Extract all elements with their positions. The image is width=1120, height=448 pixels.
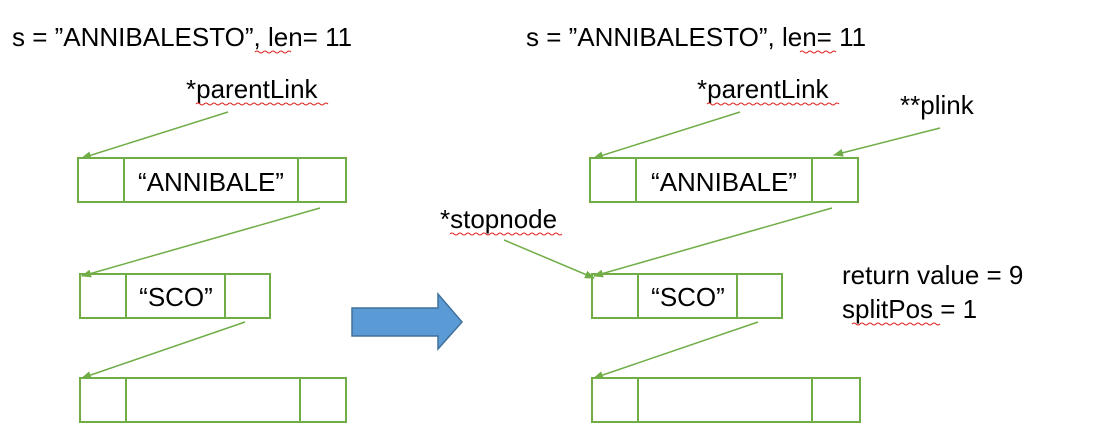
right-stopnode-arrow <box>503 239 595 279</box>
left-parentlink-label: *parentLink <box>186 74 319 104</box>
left-node-empty <box>79 377 347 423</box>
right-plink-label: **plink <box>900 90 975 120</box>
left-node-annibale-label: “ANNIBALE” <box>138 167 284 197</box>
right-node-empty <box>591 377 861 423</box>
right-node-annibale: “ANNIBALE” <box>589 157 859 203</box>
right-node-sco: “SCO” <box>591 273 783 319</box>
right-header: s = ”ANNIBALESTO”, len= 11 <box>526 22 866 52</box>
right-parentlink-spellcheck <box>706 102 840 106</box>
right-parentlink-label: *parentLink <box>697 74 830 104</box>
left-node-sco: “SCO” <box>79 273 271 319</box>
left-parentlink-spellcheck <box>195 102 329 106</box>
right-stopnode-spellcheck <box>449 232 563 236</box>
return-value-label: return value = 9 <box>842 260 1023 290</box>
splitpos-label: splitPos = 1 <box>842 294 977 324</box>
right-node-sco-label: “SCO” <box>651 282 725 312</box>
splitpos-spellcheck <box>851 322 941 326</box>
left-node1-next-arrow <box>81 207 321 278</box>
right-parentlink-arrow <box>593 111 741 160</box>
left-len-spellcheck <box>254 50 292 54</box>
right-plink-arrow <box>833 127 941 157</box>
left-node-annibale: “ANNIBALE” <box>77 157 347 203</box>
right-len-spellcheck <box>799 50 837 54</box>
right-node2-next-arrow <box>593 321 759 379</box>
left-node2-next-arrow <box>81 321 246 379</box>
left-node-sco-label: “SCO” <box>139 282 213 312</box>
right-node-annibale-label: “ANNIBALE” <box>651 167 797 197</box>
left-header: s = ”ANNIBALESTO”, len= 11 <box>12 22 352 52</box>
transition-arrow-icon <box>351 291 463 351</box>
right-node1-next-arrow <box>593 207 833 278</box>
right-stopnode-label: *stopnode <box>440 204 557 234</box>
left-parentlink-arrow <box>81 111 229 160</box>
